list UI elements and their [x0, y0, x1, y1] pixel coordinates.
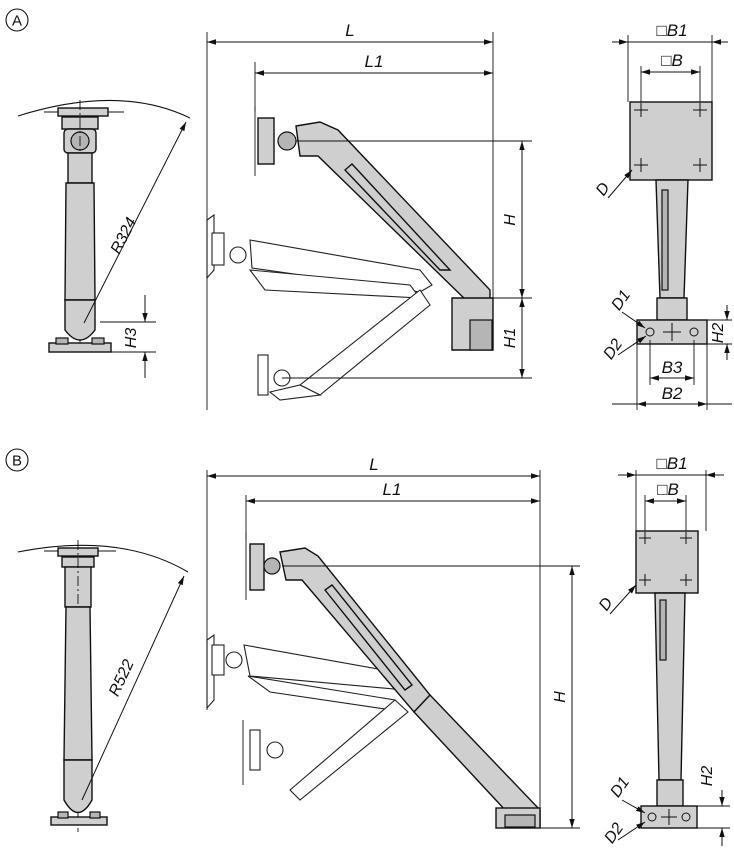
variant-a-left-view: R324 H3 [17, 99, 191, 378]
d-a-label: D [593, 179, 614, 199]
d2-b-label: D2 [601, 820, 627, 847]
h2-a-label: H2 [710, 323, 727, 344]
d1-b-label: D1 [607, 774, 633, 801]
length-l1-a-label: L1 [365, 52, 384, 71]
h3-label: H3 [123, 328, 140, 349]
mounting-holes-b [639, 532, 692, 586]
height-h-b-label: H [552, 691, 569, 703]
variant-a-marker: A [5, 8, 29, 32]
length-l-b-label: L [369, 455, 378, 474]
variant-a: A R324 H3 [5, 8, 732, 410]
b-b-label: □B [657, 480, 679, 499]
variant-b-front-view: □B1 □B D H2 D1 D2 [596, 454, 730, 847]
b-a-label: □B [661, 51, 683, 70]
d2-a-label: D2 [600, 336, 626, 363]
h2-b-label: H2 [699, 766, 716, 787]
variant-a-marker-label: A [12, 13, 22, 30]
variant-b-side-view: L L1 H [206, 455, 580, 829]
variant-b: B R522 [5, 448, 730, 847]
radius-b-label: R522 [106, 657, 138, 699]
variant-b-marker-label: B [12, 453, 22, 470]
b2-a-label: B2 [662, 384, 683, 403]
b3-a-label: B3 [662, 358, 683, 377]
length-l1-b-label: L1 [383, 480, 402, 499]
variant-a-side-view: L L1 H H1 [206, 21, 532, 410]
height-h-a-label: H [502, 214, 519, 226]
radius-a-label: R324 [108, 215, 141, 257]
variant-b-left-view: R522 [17, 540, 189, 832]
variant-b-marker: B [5, 448, 29, 472]
mounting-holes-a [634, 103, 707, 172]
variant-a-front-view: □B1 □B D B2 B [593, 21, 732, 410]
b1-b-label: □B1 [656, 454, 687, 473]
length-l-a-label: L [345, 21, 354, 40]
b1-a-label: □B1 [656, 21, 687, 40]
height-h1-a-label: H1 [502, 328, 519, 348]
d-b-label: D [596, 594, 617, 614]
d1-a-label: D1 [608, 287, 634, 314]
